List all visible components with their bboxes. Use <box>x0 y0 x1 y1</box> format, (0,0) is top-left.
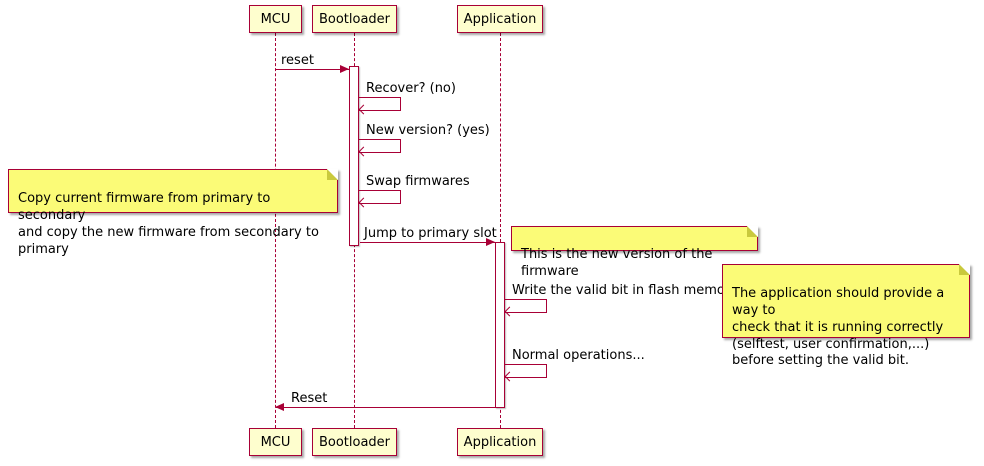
participant-label-bootloader: Bootloader <box>318 11 391 27</box>
participant-label-application: Application <box>463 434 537 450</box>
participant-label-mcu: MCU <box>260 434 291 450</box>
self-message-loop-new-version <box>359 139 401 153</box>
message-label-jump: Jump to primary slot <box>364 226 497 241</box>
self-message-loop-recover <box>359 97 401 111</box>
participant-box-bootloader-bottom: Bootloader <box>312 428 397 456</box>
lifeline-mcu <box>275 33 276 428</box>
message-label-normal-operations: Normal operations... <box>512 348 645 363</box>
participant-label-application: Application <box>463 11 537 27</box>
lifeline-application <box>500 33 501 428</box>
note-copy-firmware: Copy current firmware from primary to se… <box>8 169 338 257</box>
message-label-reset: reset <box>281 53 314 68</box>
note-fold-icon <box>747 226 758 237</box>
note-text: Copy current firmware from primary to se… <box>18 190 319 257</box>
participant-label-bootloader: Bootloader <box>318 434 391 450</box>
message-label-swap: Swap firmwares <box>366 174 470 189</box>
participant-box-application-top: Application <box>457 5 543 33</box>
note-new-version-firmware: This is the new version of the firmware <box>511 226 758 279</box>
message-label-write-valid-bit: Write the valid bit in flash memory <box>512 283 738 298</box>
message-label-final-reset: Reset <box>291 391 328 406</box>
note-fold-icon <box>327 169 338 180</box>
message-line-final-reset <box>276 407 495 408</box>
message-line-reset <box>276 69 349 70</box>
participant-box-mcu-top: MCU <box>249 5 302 33</box>
arrowhead-right-icon <box>486 238 495 246</box>
arrowhead-left-icon <box>275 403 284 411</box>
self-message-loop-normal-operations <box>505 364 547 378</box>
activation-bar-application <box>495 242 505 408</box>
message-label-recover: Recover? (no) <box>366 81 456 96</box>
self-message-loop-write-valid-bit <box>505 299 547 313</box>
message-label-new-version: New version? (yes) <box>366 123 490 138</box>
message-line-jump <box>360 242 495 243</box>
note-text: The application should provide a way to … <box>732 285 945 369</box>
note-text: This is the new version of the firmware <box>521 246 713 279</box>
arrowhead-right-icon <box>340 65 349 73</box>
participant-box-bootloader-top: Bootloader <box>312 5 397 33</box>
note-fold-icon <box>959 264 970 275</box>
participant-box-mcu-bottom: MCU <box>249 428 302 456</box>
participant-box-application-bottom: Application <box>457 428 543 456</box>
note-selftest-valid-bit: The application should provide a way to … <box>722 264 970 368</box>
self-message-loop-swap <box>359 190 401 204</box>
participant-label-mcu: MCU <box>260 11 291 27</box>
activation-bar-bootloader <box>349 66 359 246</box>
